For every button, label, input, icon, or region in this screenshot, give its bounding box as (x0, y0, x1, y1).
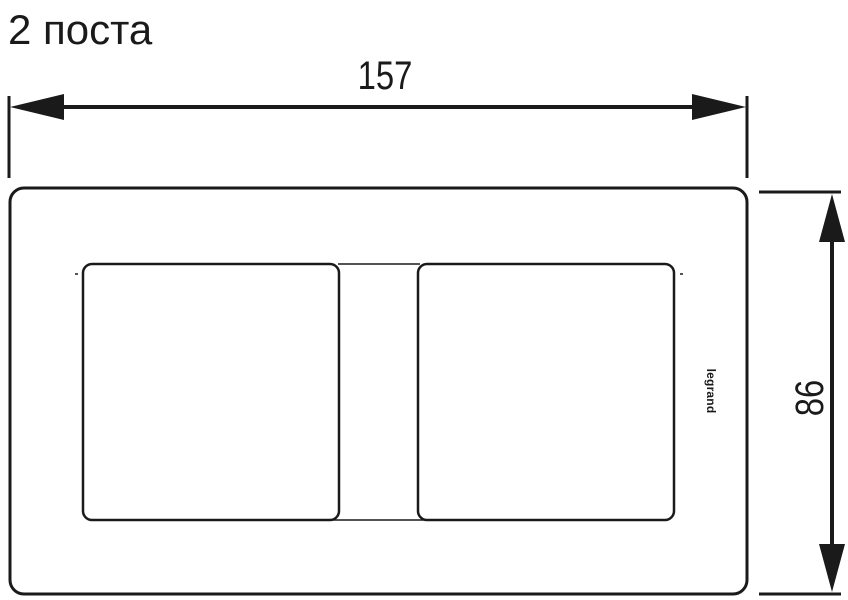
outer-frame (8, 186, 749, 596)
diagram-title: 2 поста (8, 6, 153, 53)
arrow-down-icon (819, 544, 845, 592)
arrow-left-icon (10, 94, 64, 120)
post-2 (416, 262, 676, 522)
width-label: 157 (357, 54, 413, 98)
tick-mark-left (75, 273, 78, 275)
width-dimension (7, 94, 749, 178)
arrow-up-icon (819, 194, 845, 242)
arrow-right-icon (692, 94, 746, 120)
brand-logo: legrand (704, 368, 718, 414)
height-dimension (759, 190, 845, 596)
post-1 (81, 262, 341, 522)
height-label: 86 (788, 379, 832, 417)
tick-mark-right (680, 273, 683, 275)
